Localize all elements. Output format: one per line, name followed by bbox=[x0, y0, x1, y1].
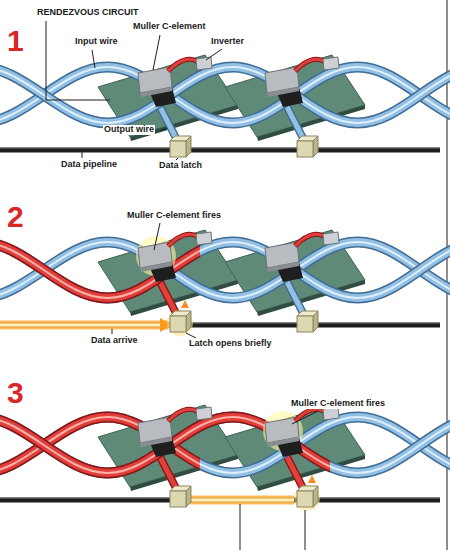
part-label: Input wire bbox=[74, 37, 119, 47]
leader-line bbox=[112, 329, 113, 334]
leader-line bbox=[292, 411, 318, 424]
leader-line bbox=[160, 128, 167, 131]
latch-glow bbox=[167, 310, 193, 336]
leader-line bbox=[82, 152, 83, 158]
part-label: Muller C-element fires bbox=[126, 211, 222, 221]
leader-lines bbox=[46, 21, 318, 550]
leader-line bbox=[176, 158, 178, 160]
latch-glow bbox=[294, 485, 320, 511]
part-label: Output wire bbox=[103, 125, 155, 135]
leader-line bbox=[206, 49, 222, 60]
leader-line bbox=[92, 50, 95, 68]
input-wire bbox=[0, 67, 450, 123]
step-number: 3 bbox=[6, 378, 25, 408]
part-label: Data pipeline bbox=[60, 160, 118, 170]
latch-arrow bbox=[181, 300, 189, 308]
input-wire bbox=[0, 242, 450, 298]
part-label: Muller C-element bbox=[132, 22, 207, 32]
data-latch bbox=[170, 486, 191, 507]
data-flow bbox=[190, 499, 294, 502]
panel-1 bbox=[0, 55, 450, 157]
leader-line bbox=[46, 21, 110, 100]
leader-line bbox=[186, 333, 196, 338]
data-latch bbox=[297, 136, 318, 157]
data-pipeline bbox=[0, 498, 440, 500]
data-latch bbox=[297, 486, 318, 507]
step-number: 2 bbox=[6, 202, 25, 232]
step-number: 1 bbox=[6, 26, 25, 56]
muller-c-element bbox=[138, 407, 212, 457]
part-label: Latch opens briefly bbox=[188, 339, 273, 349]
data-flow bbox=[0, 324, 168, 327]
muller-c-element bbox=[265, 407, 339, 457]
panel-3 bbox=[0, 405, 450, 511]
muller-c-element bbox=[138, 232, 212, 282]
input-wire bbox=[0, 417, 450, 473]
data-flow bbox=[190, 496, 294, 505]
panel-2 bbox=[0, 230, 450, 336]
part-label: Muller C-element fires bbox=[290, 399, 386, 409]
data-flow bbox=[0, 321, 168, 330]
latch-arrow bbox=[308, 475, 316, 483]
part-label: RENDEZVOUS CIRCUIT bbox=[36, 8, 140, 18]
muller-c-element bbox=[138, 57, 212, 107]
leader-line bbox=[154, 223, 160, 250]
leader-line bbox=[240, 504, 241, 550]
muller-c-element bbox=[265, 57, 339, 107]
data-latch bbox=[170, 136, 191, 157]
data-latch bbox=[170, 311, 191, 332]
part-label: Data latch bbox=[158, 161, 203, 171]
input-wire bbox=[0, 417, 450, 473]
part-label: Inverter bbox=[210, 37, 245, 47]
leader-line bbox=[153, 35, 160, 70]
data-latch bbox=[297, 311, 318, 332]
muller-c-element bbox=[265, 232, 339, 282]
part-label: Data arrive bbox=[90, 336, 139, 346]
data-pipeline bbox=[0, 148, 440, 150]
data-pipeline bbox=[0, 323, 440, 325]
input-wire bbox=[0, 242, 450, 298]
leader-line bbox=[305, 510, 306, 550]
input-wire bbox=[0, 67, 450, 123]
